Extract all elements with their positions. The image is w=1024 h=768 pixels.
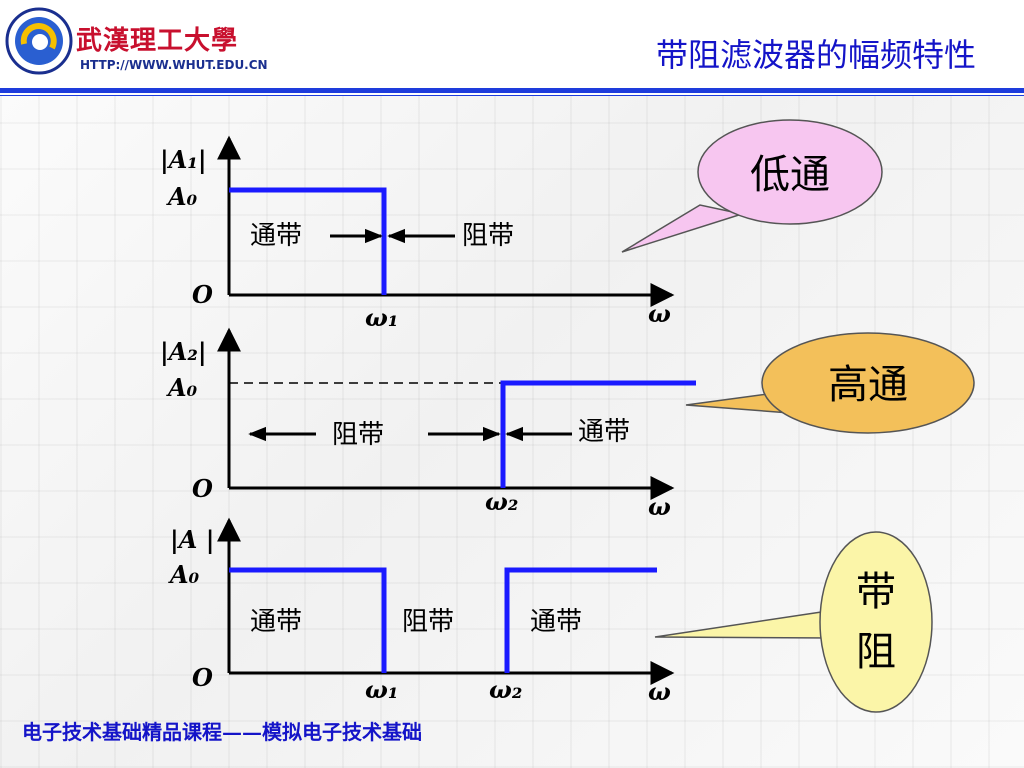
- highpass-plot: |A₂| A₀ O ω₂ ω 阻带 通带: [160, 327, 696, 521]
- highpass-passband-label: 通带: [578, 417, 630, 447]
- title-divider: [0, 88, 1024, 93]
- bandstop-a0-label: A₀: [168, 560, 200, 589]
- logo-text: 武漢理工大學: [76, 26, 239, 56]
- bandstop-callout-text-line1: 带: [856, 569, 896, 615]
- bandstop-callout: 带 阻: [654, 531, 933, 713]
- lowpass-callout-pointer: [621, 204, 745, 253]
- bandstop-callout-bubble: [819, 531, 933, 713]
- lowpass-plot: |A₁| A₀ O ω₁ ω 通带 阻带: [160, 135, 675, 332]
- highpass-curve: [500, 380, 696, 488]
- highpass-callout-bubble: [761, 332, 975, 434]
- highpass-a0-label: A₀: [166, 373, 198, 402]
- highpass-x-label: ω: [648, 492, 671, 521]
- bandstop-callout-pointer: [654, 610, 833, 639]
- lowpass-stopband-label: 阻带: [462, 221, 514, 251]
- bandstop-plot: |A | A₀ O ω₁ ω₂ ω 通带 阻带 通带: [168, 517, 675, 706]
- highpass-origin-label: O: [192, 474, 213, 503]
- university-logo: 武漢理工大學 HTTP://WWW.WHUT.EDU.CN: [4, 6, 268, 78]
- highpass-y-label: |A₂|: [160, 337, 207, 366]
- bandstop-x-label: ω: [648, 677, 671, 706]
- highpass-callout-text: 高通: [828, 362, 908, 408]
- lowpass-curve: [229, 187, 387, 295]
- lowpass-y-label: |A₁|: [160, 145, 207, 174]
- lowpass-a0-label: A₀: [166, 182, 198, 211]
- bandstop-tick-omega1: ω₁: [365, 675, 398, 704]
- bandstop-passband-low-label: 通带: [250, 607, 302, 637]
- bandstop-curve-low: [229, 567, 387, 673]
- bandstop-y-label: |A |: [170, 525, 214, 554]
- bandstop-passband-high-label: 通带: [530, 607, 582, 637]
- lowpass-callout-bubble: [697, 119, 883, 225]
- footer-course-title: 电子技术基础精品课程——模拟电子技术基础: [22, 720, 422, 744]
- lowpass-tick-omega1: ω₁: [365, 303, 398, 332]
- lowpass-passband-label: 通带: [250, 221, 302, 251]
- highpass-stopband-label: 阻带: [332, 420, 384, 450]
- page-title: 带阻滤波器的幅频特性: [655, 36, 976, 74]
- bandstop-origin-label: O: [192, 663, 213, 692]
- logo-emblem-icon: [5, 7, 73, 75]
- lowpass-callout: 低通: [621, 119, 883, 253]
- lowpass-origin-label: O: [192, 280, 213, 309]
- logo-url: HTTP://WWW.WHUT.EDU.CN: [80, 58, 268, 72]
- lowpass-callout-text: 低通: [750, 152, 830, 198]
- bandstop-curve-high: [504, 567, 657, 673]
- bandstop-stopband-label: 阻带: [402, 607, 454, 637]
- title-divider-thin: [0, 95, 1024, 96]
- highpass-tick-omega2: ω₂: [485, 487, 518, 516]
- highpass-callout: 高通: [685, 332, 975, 434]
- lowpass-x-label: ω: [648, 299, 671, 328]
- bandstop-callout-text-line2: 阻: [856, 629, 896, 675]
- bandstop-tick-omega2: ω₂: [489, 675, 522, 704]
